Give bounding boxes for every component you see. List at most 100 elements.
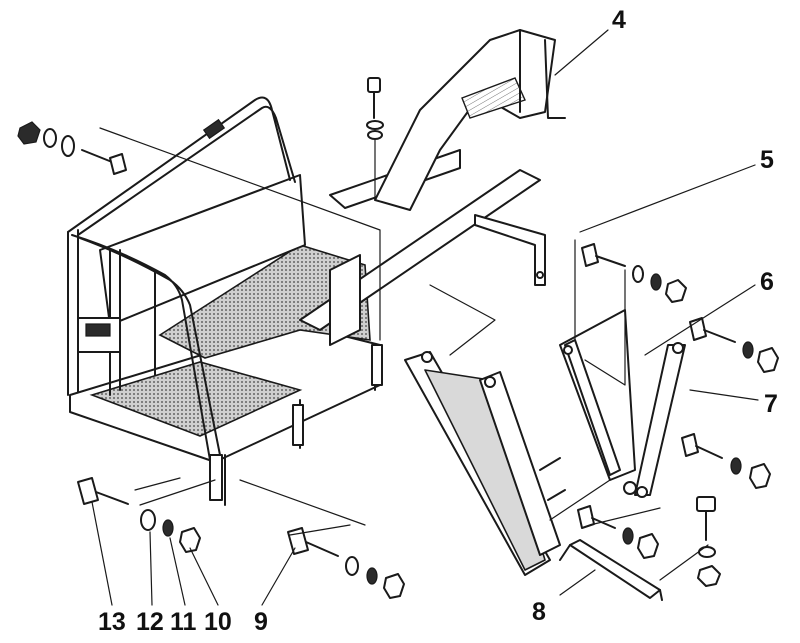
part-7-link-bar (634, 344, 686, 496)
pivot-hole (484, 376, 496, 388)
part-8-bar (559, 539, 663, 601)
callout-6: 6 (760, 268, 774, 296)
bolt-shank (695, 445, 723, 459)
lock-washer (650, 273, 662, 291)
bolt-shank (81, 149, 113, 163)
lock-washer-11 (162, 519, 174, 537)
callout-labels: 4 5 6 7 8 9 10 11 12 13 (98, 6, 778, 636)
nut (665, 279, 687, 303)
leader-7 (689, 389, 759, 401)
washer (367, 130, 383, 140)
lock-washer (366, 567, 378, 585)
lock-washer (730, 457, 742, 475)
callout-4: 4 (612, 6, 626, 34)
callout-11: 11 (170, 608, 197, 636)
nut (383, 573, 405, 599)
callout-13: 13 (98, 608, 126, 636)
hinge-plate-face (424, 369, 546, 571)
beam-upright (329, 254, 361, 346)
link-hole (636, 486, 648, 498)
part-6-link-edge (564, 339, 621, 476)
callout-5: 5 (760, 146, 774, 174)
leader-lines (91, 29, 759, 606)
bar-ends (559, 544, 663, 601)
leg-bracket (371, 344, 383, 386)
bolt-shank (595, 255, 626, 267)
lock-washer (622, 527, 634, 545)
link-hole (563, 345, 573, 355)
nut (749, 463, 771, 489)
hinge-plate-assembly (404, 351, 566, 576)
callout-8: 8 (532, 598, 546, 626)
bolt-head (696, 496, 716, 512)
link-hole (623, 481, 637, 495)
leader-12 (149, 531, 153, 606)
guide-line (574, 239, 626, 386)
hinge-pins (539, 457, 566, 501)
bolt-shank (703, 329, 736, 343)
guide-line (99, 127, 381, 341)
callout-9: 9 (254, 608, 268, 636)
leader-9 (261, 547, 296, 606)
nut (637, 533, 659, 559)
nut-10 (179, 527, 201, 553)
fastener-group-7 (681, 433, 771, 489)
railing-front-post (67, 229, 79, 396)
lock-washer (43, 128, 57, 148)
link-hole (672, 342, 684, 354)
bracket-hole (536, 271, 544, 279)
callout-7: 7 (764, 390, 778, 418)
front-mesh-panel (89, 361, 303, 437)
mount-frame (299, 169, 546, 346)
leader-6 (644, 284, 756, 356)
assembly-guide-lines (99, 127, 709, 581)
fastener-group-6 (689, 317, 779, 373)
leader-10 (189, 547, 219, 606)
leg-bracket (209, 454, 223, 501)
pivot-hole (421, 351, 433, 363)
bolt-head (681, 433, 699, 457)
bolt-9-shank (305, 541, 339, 557)
arm-flange (519, 29, 566, 119)
nut (697, 565, 721, 587)
guide-line (429, 284, 709, 581)
leader-5 (579, 164, 756, 233)
railing-top-rail (67, 96, 296, 236)
leader-11 (169, 537, 186, 606)
lock-washer (742, 341, 754, 359)
hinge-plate-edge (479, 371, 561, 556)
washer (366, 120, 384, 130)
washer (345, 556, 359, 576)
arm-shading (461, 77, 526, 119)
fastener-group-top-left (17, 121, 127, 175)
bolt-13-head (77, 477, 99, 505)
part-4-arm-bracket (329, 29, 566, 211)
bolt-shank (591, 517, 616, 529)
leader-8 (559, 569, 596, 596)
leg-bracket (292, 404, 304, 446)
fastener-group-8 (577, 496, 721, 587)
callout-12: 12 (136, 608, 164, 636)
washer (698, 546, 716, 558)
guide-line (549, 479, 661, 526)
fastener-group-9 (287, 527, 405, 599)
washer-12 (140, 509, 156, 531)
fastener-group-5 (581, 243, 687, 303)
bolt-head (581, 243, 599, 267)
guide-line (239, 479, 366, 536)
bolt-head (367, 77, 381, 93)
railing-side-rail (71, 234, 221, 461)
washer (632, 265, 644, 283)
beam-bracket (474, 214, 546, 286)
part-6-link-plate (559, 309, 636, 481)
leader-13 (91, 501, 113, 606)
arm-body (374, 29, 556, 211)
guide-line (134, 477, 216, 506)
part-6-7-links (559, 309, 686, 498)
nut (757, 347, 779, 373)
bolt-head (109, 153, 127, 175)
control-box-display (85, 323, 111, 337)
back-panel (99, 174, 306, 326)
fastener-group-bottom-left (77, 477, 201, 553)
